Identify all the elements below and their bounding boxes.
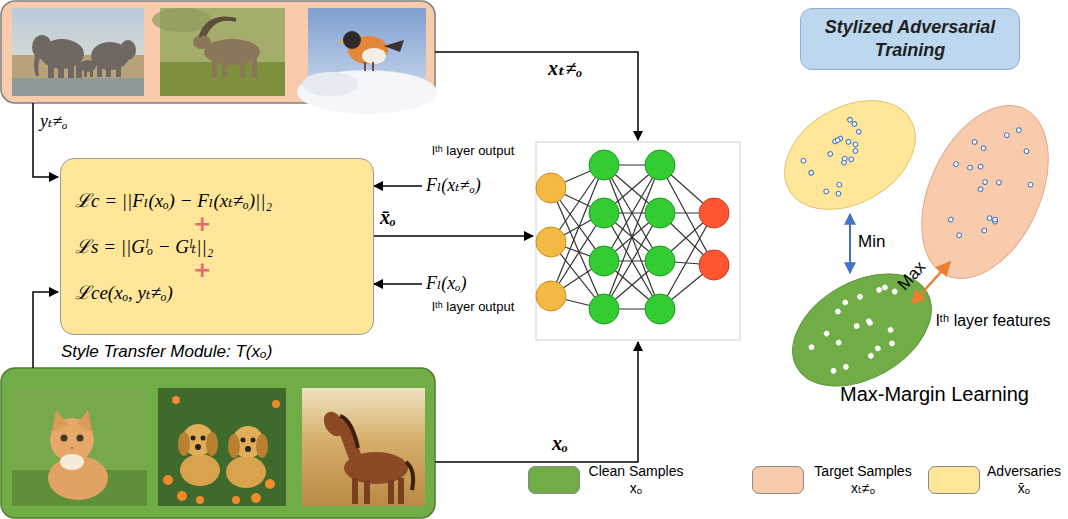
feature-dot bbox=[882, 284, 888, 290]
feature-dot bbox=[854, 323, 860, 329]
plus-sign: + bbox=[75, 260, 359, 280]
network-neuron bbox=[589, 198, 619, 228]
box-title: Stylized Adversarial Training bbox=[811, 16, 1009, 62]
feature-dot bbox=[800, 157, 806, 163]
feature-dot bbox=[980, 145, 986, 151]
feature-label: Fₗ(xₜ≠ₒ) bbox=[426, 174, 481, 196]
min-label: Min bbox=[858, 232, 885, 252]
feature-dot bbox=[867, 320, 873, 326]
feature-dot bbox=[892, 288, 898, 294]
network-neuron bbox=[645, 150, 675, 180]
network-neuron bbox=[645, 294, 675, 324]
cluster-dots bbox=[794, 116, 883, 204]
feature-dot bbox=[827, 151, 833, 157]
feature-dot bbox=[852, 141, 858, 147]
feature-dot bbox=[1028, 182, 1034, 188]
legend-swatch bbox=[528, 466, 580, 494]
module-heading: Style Transfer Module: T(xₒ) bbox=[61, 342, 272, 362]
feature-dot bbox=[953, 161, 959, 167]
training-box: Stylized Adversarial Training bbox=[800, 8, 1020, 70]
network-neuron bbox=[645, 198, 675, 228]
feature-dot bbox=[977, 186, 983, 192]
label-symbol: yₜ≠ₒ bbox=[40, 110, 67, 132]
feature-dot bbox=[1016, 127, 1022, 133]
network-neuron bbox=[589, 150, 619, 180]
feature-dot bbox=[835, 137, 841, 143]
loss-equation: ℒc = ||Fₗ(xₒ) − Fₗ(xₜ≠ₒ)||₂ bbox=[75, 188, 359, 214]
cluster-dots bbox=[926, 109, 1052, 257]
feature-dot bbox=[808, 344, 814, 350]
feature-dot bbox=[845, 139, 851, 145]
network-neuron bbox=[589, 294, 619, 324]
legend-text: Clean Samples xₒ bbox=[584, 463, 688, 497]
feature-dot bbox=[956, 232, 962, 238]
neural-network bbox=[536, 142, 740, 340]
feature-dot bbox=[967, 165, 973, 171]
feature-dot bbox=[987, 215, 993, 221]
legend-swatch bbox=[752, 466, 804, 494]
feature-dot bbox=[971, 139, 977, 145]
target-panel bbox=[1, 1, 437, 114]
loss-equation: ℒce(xₒ, yₜ≠ₒ) bbox=[75, 280, 359, 306]
feature-dot bbox=[842, 299, 848, 305]
legend-swatch bbox=[928, 466, 980, 494]
feature-dot bbox=[948, 217, 954, 223]
feature-dot bbox=[851, 121, 857, 127]
feature-dot bbox=[830, 368, 836, 374]
feature-dot bbox=[836, 339, 842, 345]
feature-dot bbox=[857, 294, 863, 300]
network-neuron bbox=[699, 198, 729, 228]
feature-dot bbox=[852, 148, 858, 154]
feature-dot bbox=[887, 327, 893, 333]
layer-note: lᵗʰ layer output bbox=[432, 299, 514, 314]
plus-sign: + bbox=[75, 214, 359, 234]
feature-dot bbox=[982, 179, 988, 185]
network-neuron bbox=[536, 281, 566, 311]
network-neuron bbox=[589, 246, 619, 276]
feature-dot bbox=[841, 159, 847, 165]
feature-dot bbox=[823, 330, 829, 336]
feature-dot bbox=[977, 164, 983, 170]
feature-dot bbox=[823, 188, 829, 194]
legend-text: Adversaries x̄ₒ bbox=[984, 463, 1064, 497]
network-neuron bbox=[645, 246, 675, 276]
feature-dot bbox=[856, 129, 862, 135]
feature-dot bbox=[1023, 148, 1029, 154]
adversary-label: x̄ₒ bbox=[380, 206, 396, 229]
feature-dot bbox=[996, 179, 1002, 185]
loss-equation: ℒs = ||Gˡₒ − Gˡₜ||₂ bbox=[75, 234, 359, 260]
input-label: xₒ bbox=[552, 432, 568, 455]
network-neuron bbox=[699, 250, 729, 280]
network-neuron bbox=[536, 173, 566, 203]
features-label: lᵗʰ layer features bbox=[936, 312, 1051, 330]
layer-note: lᵗʰ layer output bbox=[432, 143, 514, 158]
input-label: xₜ≠ₒ bbox=[548, 56, 582, 80]
feature-dot bbox=[889, 340, 895, 346]
feature-dot bbox=[868, 353, 874, 359]
feature-dot bbox=[876, 287, 882, 293]
clean-panel bbox=[1, 368, 435, 518]
network-neuron bbox=[536, 227, 566, 257]
network-link bbox=[604, 165, 660, 309]
feature-dot bbox=[808, 170, 814, 176]
feature-dot bbox=[835, 308, 841, 314]
feature-dot bbox=[1004, 132, 1010, 138]
feature-dot bbox=[847, 117, 853, 123]
feature-clusters bbox=[765, 78, 1068, 409]
feature-label: Fₗ(xₒ) bbox=[426, 272, 466, 294]
feature-dot bbox=[835, 190, 841, 196]
section-title: Max-Margin Learning bbox=[840, 383, 1029, 406]
network-link bbox=[604, 165, 660, 309]
feature-dot bbox=[875, 345, 881, 351]
legend-text: Target Samples xₜ≠ₒ bbox=[808, 463, 918, 497]
feature-dot bbox=[836, 181, 842, 187]
cluster-dots bbox=[797, 275, 919, 382]
arrows bbox=[33, 52, 638, 462]
feature-dot bbox=[843, 364, 849, 370]
feature-dot bbox=[848, 156, 854, 162]
style-transfer-box: ℒc = ||Fₗ(xₒ) − Fₗ(xₜ≠ₒ)||₂+ℒs = ||Gˡₒ −… bbox=[60, 158, 374, 335]
feature-dot bbox=[981, 227, 987, 233]
feature-dot bbox=[992, 217, 998, 223]
